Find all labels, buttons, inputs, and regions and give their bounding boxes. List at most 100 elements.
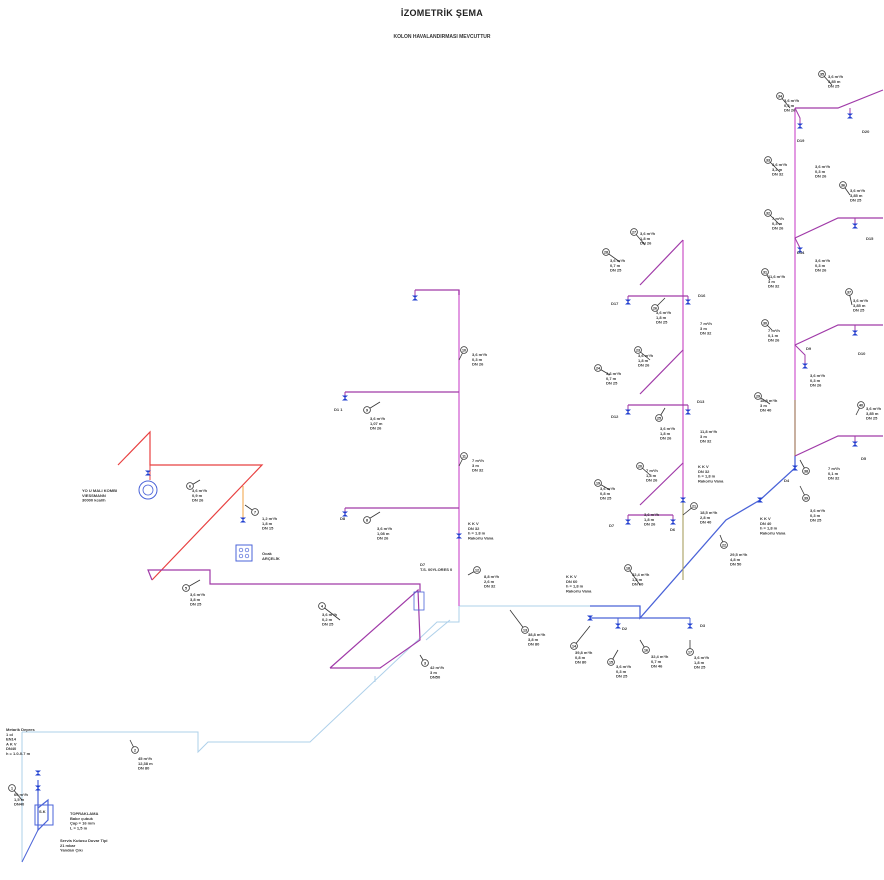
- node-number: 29: [756, 394, 760, 398]
- label-line: DN 32: [700, 331, 712, 336]
- label-line: DN 40: [760, 521, 772, 526]
- label-line: D7: [609, 523, 615, 528]
- label-line: 0,2 m: [322, 617, 333, 622]
- node-number: 31: [763, 270, 767, 274]
- node-marker: [655, 414, 663, 422]
- label-line: D5: [861, 456, 867, 461]
- node-number: 24: [596, 366, 600, 370]
- node-number: 38: [804, 469, 808, 473]
- node-number: 5: [185, 586, 187, 590]
- label-line: 1,8 m: [640, 236, 651, 241]
- label-line: D7: [420, 562, 426, 567]
- label-line: A K V: [6, 741, 17, 746]
- valve-icon: [625, 412, 631, 415]
- node-marker: [473, 566, 481, 574]
- node-number: 39: [804, 496, 808, 500]
- stove-symbol: [235, 544, 253, 562]
- valve-icon: [852, 330, 858, 333]
- label-line: 0,3 m: [472, 357, 483, 362]
- valve-icon: [757, 497, 763, 500]
- label-line: DN 26: [768, 338, 780, 343]
- node-marker: [460, 346, 468, 354]
- valve-icon: [240, 517, 246, 520]
- valve-icon: [852, 223, 858, 226]
- node-number: 17: [688, 650, 692, 654]
- valve-icon: [35, 773, 41, 776]
- label-line: 1 ol: [6, 732, 13, 737]
- node-number: 19: [596, 481, 600, 485]
- label-line: 32,4 m³/h: [651, 654, 669, 659]
- valve-icon: [456, 533, 462, 536]
- label-line: D2: [622, 626, 628, 631]
- valve-icon: [797, 126, 803, 129]
- node-marker: [8, 784, 16, 792]
- label-d7: D7: [609, 523, 615, 528]
- fixture-symbols: [34, 480, 425, 826]
- leader-line: [509, 609, 526, 631]
- label-line: 3,6 m³/h: [638, 353, 654, 358]
- label-line: 1,8 m: [638, 358, 649, 363]
- label-line: h = 1,8 m: [760, 526, 778, 531]
- label-line: DN 26: [640, 241, 652, 246]
- pipe-network: [21, 89, 884, 863]
- label-line: 18,5 m³/h: [700, 510, 718, 515]
- valve-icon: [687, 623, 693, 626]
- node-number: 34: [778, 94, 782, 98]
- label-d15: D15: [866, 236, 874, 241]
- label-line: 0,3 m: [616, 669, 627, 674]
- label-line: 1,8 m: [644, 517, 655, 522]
- label-line: 3 m: [700, 326, 707, 331]
- valve-icon: [685, 299, 691, 302]
- node-marker: [686, 648, 694, 656]
- label-line: 18,8 m³/h: [760, 398, 778, 403]
- label-line: 3,2 m: [772, 167, 783, 172]
- valve-icon: [685, 302, 691, 305]
- label-line: 3,6 m³/h: [472, 352, 488, 357]
- node-marker: [363, 406, 371, 414]
- label-line: DN 26: [660, 436, 672, 441]
- label-line: 7 m³/h: [828, 466, 840, 471]
- label-line: Yandan Çıkı: [60, 848, 83, 853]
- valve-icon: [802, 366, 808, 369]
- label-d19: D19: [797, 138, 805, 143]
- label-d11: D1 1: [334, 407, 343, 412]
- label-line: DN 32: [700, 439, 712, 444]
- label-line: 7 m³/h: [472, 458, 484, 463]
- label-line: K K V: [468, 521, 479, 526]
- node-marker: [857, 401, 865, 409]
- node-number: 10: [462, 348, 466, 352]
- node-marker: [839, 181, 847, 189]
- valve-symbols: [35, 113, 858, 791]
- label-line: T.S. 00YLORES 0: [420, 567, 453, 572]
- node-number: 8: [366, 518, 368, 522]
- leader-line: [573, 625, 591, 647]
- boiler-symbol-inner: [142, 484, 154, 496]
- node-marker: [521, 626, 529, 634]
- valve-icon: [852, 441, 858, 444]
- label-line: DN40: [6, 746, 17, 751]
- node-number: 37: [847, 290, 851, 294]
- label-line: K K V: [698, 464, 709, 469]
- valve-icon: [685, 409, 691, 412]
- label-line: D15: [866, 236, 874, 241]
- valve-icon: [670, 519, 676, 522]
- label-line: DN 40: [700, 520, 712, 525]
- node-number: 33: [766, 158, 770, 162]
